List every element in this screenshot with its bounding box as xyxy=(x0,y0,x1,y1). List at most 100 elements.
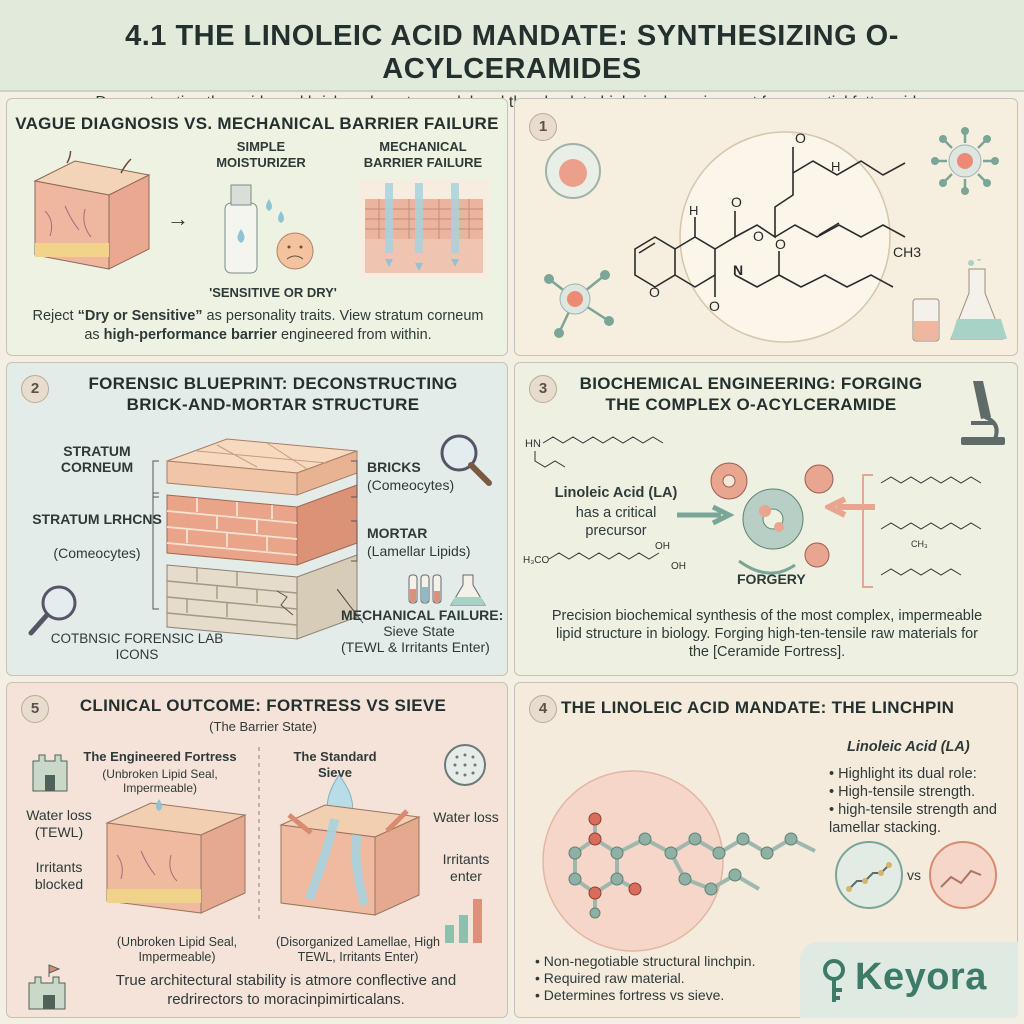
linoleic-molecule-bubble xyxy=(542,770,816,952)
test-tubes-icon xyxy=(408,574,486,606)
sieve-bottom-label: (Disorganized Lamellae, High TEWL, Irrit… xyxy=(276,935,440,964)
panel-subtitle: (The Barrier State) xyxy=(209,719,317,734)
linchpin-bullets: Non-negotiable structural linchpin. Requ… xyxy=(535,953,835,1004)
atom-o3: O xyxy=(753,228,764,244)
oh2-label: OH xyxy=(671,561,686,572)
forgery-label: FORGERY xyxy=(737,571,806,587)
bricks-label: BRICKS xyxy=(367,459,421,475)
simple-moisturizer-label: SIMPLE MOISTURIZER xyxy=(216,139,306,170)
panel-number: 1 xyxy=(529,113,557,141)
panel-title-line2: BRICK-AND-MORTAR STRUCTURE xyxy=(126,395,420,414)
mortar-label: MORTAR xyxy=(367,525,428,541)
arrow-right-icon xyxy=(677,504,735,526)
panel-clinical-outcome: 5 CLINICAL OUTCOME: FORTRESS VS SIEVE (T… xyxy=(6,682,508,1018)
moisturizer-bottle-icon xyxy=(224,184,314,274)
fortress-skin-diagram xyxy=(105,799,247,914)
la-title: Linoleic Acid (LA) xyxy=(847,739,970,755)
hn-label: HN xyxy=(525,438,541,450)
ch3-label: CH₃ xyxy=(911,539,928,549)
bullet-item: high-tensile strength and lamellar stack… xyxy=(829,801,1009,837)
arrow-right-icon: → xyxy=(167,206,189,231)
bar-chart-icon xyxy=(445,899,482,943)
panel-vague-diagnosis: VAGUE DIAGNOSIS VS. MECHANICAL BARRIER F… xyxy=(6,98,508,356)
bullet-item: Determines fortress vs sieve. xyxy=(535,987,835,1004)
divider-line xyxy=(258,747,260,923)
castle-icon xyxy=(32,754,68,792)
stratum-lrhcns-label: STRATUM LRHCNS xyxy=(32,511,162,527)
panel-title-line1: BIOCHEMICAL ENGINEERING: FORGING xyxy=(579,374,923,393)
atom-o4: O xyxy=(775,236,786,252)
bullet-item: Required raw material. xyxy=(535,970,835,987)
role-bullets: Highlight its dual role: High-tensile st… xyxy=(829,765,1009,837)
panel3-body: Precision biochemical synthesis of the m… xyxy=(551,608,983,660)
microscope-icon xyxy=(961,381,1005,445)
atom-h2: H xyxy=(689,203,698,218)
gears-icon xyxy=(710,462,834,575)
arrow-left-icon xyxy=(825,496,875,518)
la-desc: has a critical precursor xyxy=(575,505,657,539)
irritants-enter-label: Irritants enter xyxy=(442,851,490,884)
page-header: 4.1 THE LINOLEIC ACID MANDATE: SYNTHESIZ… xyxy=(0,0,1024,111)
lipid-chains-icon: CH₃ xyxy=(880,476,982,576)
brand-name: Keyora xyxy=(855,956,987,998)
bricks-sub: (Comeocytes) xyxy=(367,477,455,493)
water-loss-right-label: Water loss xyxy=(433,809,499,825)
skin-cube-icon xyxy=(33,151,151,270)
oh-label: OH xyxy=(655,541,670,552)
molecule-cell-icon xyxy=(544,270,614,338)
bullet-item: Non-negotiable structural linchpin. xyxy=(535,953,835,970)
sieve-title: The Standard Sieve xyxy=(293,749,377,780)
fortress-bottom-label: (Unbroken Lipid Seal, Impermeable) xyxy=(116,935,238,964)
magnifier-icon xyxy=(440,434,492,486)
mech-failure-label: MECHANICAL FAILURE: xyxy=(341,607,504,623)
panel1-body: Reject “Dry or Sensitive” as personality… xyxy=(32,308,484,343)
key-icon xyxy=(823,959,845,1002)
panel-title: THE LINOLEIC ACID MANDATE: THE LINCHPIN xyxy=(561,698,955,717)
panel-number: 4 xyxy=(529,695,557,723)
vs-label: vs xyxy=(907,867,921,883)
irritants-blocked-label: Irritants blocked xyxy=(34,859,84,892)
pointer-line xyxy=(337,589,364,624)
cell-icon xyxy=(545,143,601,199)
atom-o5: O xyxy=(709,298,720,314)
panel-title-line1: FORENSIC BLUEPRINT: DECONSTRUCTING xyxy=(88,374,458,393)
bullet-item: Highlight its dual role: xyxy=(829,765,1009,783)
sensitive-label: 'SENSITIVE OR DRY' xyxy=(209,285,337,300)
corneocytes-label: (Comeocytes) xyxy=(53,545,141,561)
atom-h: H xyxy=(831,159,840,174)
tewl-enter-label: (TEWL & Irritants Enter) xyxy=(341,639,490,655)
mechanical-failure-label: MECHANICAL BARRIER FAILURE xyxy=(363,139,483,170)
panel-molecule: 1 O H O O xyxy=(514,98,1018,356)
atom-n: N xyxy=(733,262,743,278)
panel-number: 3 xyxy=(529,375,557,403)
panel-title: CLINICAL OUTCOME: FORTRESS VS SIEVE xyxy=(79,696,447,715)
sieve-skin-diagram xyxy=(279,775,421,916)
panel-forensic-blueprint: 2 FORENSIC BLUEPRINT: DECONSTRUCTING BRI… xyxy=(6,362,508,676)
ch3-label: CH3 xyxy=(893,244,921,260)
barrier-failure-icon xyxy=(359,179,489,279)
fortress-title: The Engineered Fortress xyxy=(83,749,237,764)
atom-o: O xyxy=(795,130,806,146)
flask-icon xyxy=(912,259,1007,342)
panel-linchpin: 4 THE LINOLEIC ACID MANDATE: THE LINCHPI… xyxy=(514,682,1018,1018)
panel-title-line2: THE COMPLEX O-ACYLCERAMIDE xyxy=(605,395,897,414)
brick-mortar-diagram xyxy=(166,438,358,640)
brand-logo: Keyora xyxy=(800,942,1018,1018)
chem-structure-icon: HN xyxy=(525,436,664,468)
castle-flag-icon xyxy=(28,964,66,1010)
virus-icon xyxy=(931,127,999,195)
sieve-state-label: Sieve State xyxy=(383,623,455,639)
atom-ring-o: O xyxy=(649,284,660,300)
panel5-footer: True architectural stability is atmore c… xyxy=(115,972,457,1008)
panel-biochemical-engineering: 3 BIOCHEMICAL ENGINEERING: FORGING THE C… xyxy=(514,362,1018,676)
bracket-icon xyxy=(152,492,159,610)
panel-title: VAGUE DIAGNOSIS VS. MECHANICAL BARRIER F… xyxy=(15,114,499,133)
mortar-sub: (Lamellar Lipids) xyxy=(367,543,471,559)
sieve-icon xyxy=(444,744,486,786)
water-loss-left-label: Water loss (TEWL) xyxy=(26,807,92,840)
page-title: 4.1 THE LINOLEIC ACID MANDATE: SYNTHESIZ… xyxy=(125,20,899,85)
stratum-corneum-label: STRATUM CORNEUM xyxy=(60,443,134,475)
bracket-icon xyxy=(152,460,159,498)
comparison-circles xyxy=(835,841,997,909)
linoleic-structure-icon: H₃CO OH OH xyxy=(523,541,686,572)
